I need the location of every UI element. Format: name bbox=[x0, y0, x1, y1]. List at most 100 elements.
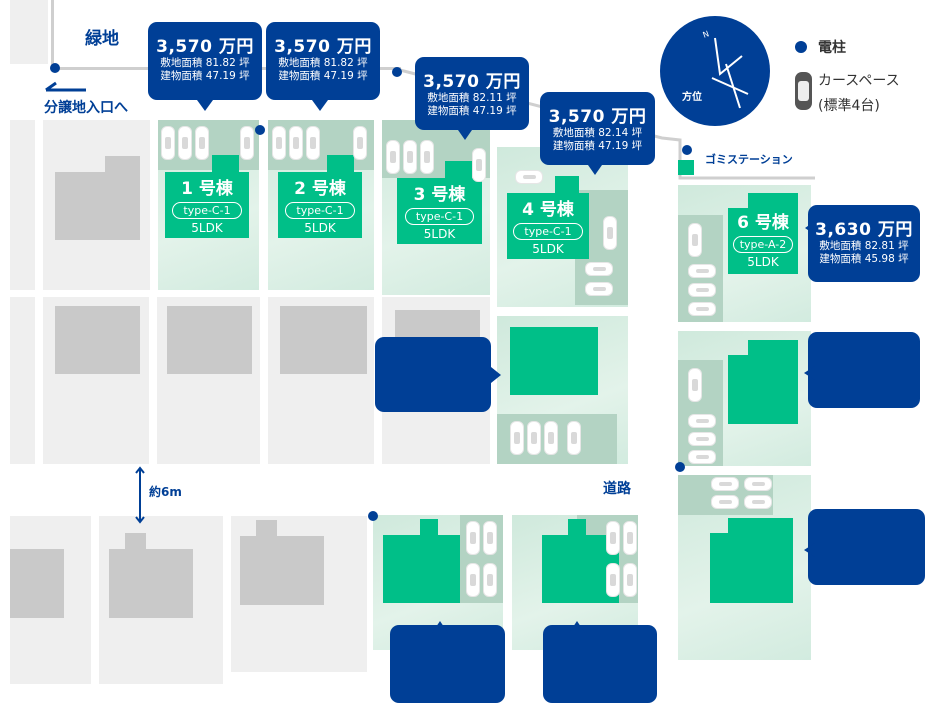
car-space-icon bbox=[688, 432, 716, 446]
car-space-icon bbox=[289, 126, 303, 160]
bubble-pointer bbox=[569, 613, 585, 633]
bubble-pointer bbox=[458, 130, 472, 147]
greenspace-label: 緑地 bbox=[85, 29, 119, 49]
car-space-icon bbox=[585, 282, 613, 296]
utility-pole-icon bbox=[255, 125, 265, 135]
utility-pole-icon bbox=[675, 462, 685, 472]
car-space-icon bbox=[606, 563, 620, 597]
land-area: 敷地面積 81.82 坪 bbox=[160, 57, 250, 69]
house-right-middle[interactable] bbox=[728, 355, 798, 424]
car-space-icon bbox=[711, 477, 739, 491]
garbage-station-label: ゴミステーション bbox=[705, 153, 793, 166]
compass bbox=[660, 16, 770, 126]
neighbor-house bbox=[240, 536, 324, 605]
floor-area: 建物面積 47.19 坪 bbox=[278, 70, 368, 82]
neighbor-house bbox=[109, 549, 193, 618]
house-name: 3 号棟 bbox=[413, 185, 466, 205]
floor-area: 建物面積 47.19 坪 bbox=[552, 140, 643, 152]
boundary-line bbox=[51, 0, 54, 70]
neighbor-house bbox=[167, 306, 252, 374]
neighbor-lot bbox=[10, 120, 35, 290]
car-space-icon bbox=[240, 126, 254, 160]
car-space-icon bbox=[688, 223, 702, 257]
house-right-lower[interactable] bbox=[710, 533, 793, 603]
north-arrow-icon bbox=[711, 37, 749, 109]
blank-bubble[interactable] bbox=[390, 625, 505, 703]
neighbor-house bbox=[105, 156, 140, 176]
house-6-annex bbox=[748, 193, 798, 209]
house-annex bbox=[420, 519, 438, 536]
neighbor-house bbox=[280, 306, 367, 374]
price: 3,570 万円 bbox=[548, 107, 647, 127]
house-annex bbox=[748, 340, 798, 356]
blank-bubble[interactable] bbox=[375, 337, 491, 412]
car-space-icon bbox=[386, 140, 400, 174]
price-bubble-4[interactable]: 3,570 万円敷地面積 82.14 坪建物面積 47.19 坪 bbox=[540, 92, 655, 165]
house-2-annex bbox=[327, 155, 354, 173]
house-1-annex bbox=[212, 155, 239, 173]
neighbor-lot bbox=[10, 297, 35, 464]
car-space-icon bbox=[353, 126, 367, 160]
price-bubble-2[interactable]: 3,570 万円敷地面積 81.82 坪建物面積 47.19 坪 bbox=[266, 22, 380, 100]
bubble-pointer bbox=[588, 165, 602, 182]
price: 3,570 万円 bbox=[156, 37, 254, 57]
car-space-icon bbox=[272, 126, 286, 160]
price: 3,570 万円 bbox=[423, 72, 521, 92]
legend-car-icon bbox=[795, 72, 812, 110]
car-space-icon bbox=[585, 262, 613, 276]
car-space-icon bbox=[403, 140, 417, 174]
price-bubble-1[interactable]: 3,570 万円敷地面積 81.82 坪建物面積 47.19 坪 bbox=[148, 22, 262, 100]
blank-bubble[interactable] bbox=[808, 509, 925, 585]
car-space-icon bbox=[544, 421, 558, 455]
legend-carspace-label: カースペース bbox=[818, 73, 900, 89]
car-space-icon bbox=[606, 521, 620, 555]
house-name: 2 号棟 bbox=[294, 179, 346, 199]
house-4-annex bbox=[555, 176, 579, 194]
car-space-icon bbox=[515, 170, 543, 184]
car-space-icon bbox=[161, 126, 175, 160]
car-space-icon bbox=[688, 368, 702, 402]
garbage-station-icon bbox=[678, 160, 694, 175]
bubble-pointer bbox=[432, 613, 448, 633]
utility-pole-icon bbox=[368, 511, 378, 521]
blank-bubble[interactable] bbox=[543, 625, 657, 703]
car-space-icon bbox=[711, 495, 739, 509]
bubble-pointer bbox=[797, 543, 815, 557]
price: 3,570 万円 bbox=[274, 37, 372, 57]
car-space-icon bbox=[623, 563, 637, 597]
car-space-icon bbox=[472, 148, 486, 182]
car-space-icon bbox=[420, 140, 434, 174]
house-annex bbox=[728, 518, 793, 534]
house-bottom-left[interactable] bbox=[383, 535, 460, 603]
car-space-icon bbox=[483, 563, 497, 597]
price-bubble-3[interactable]: 3,570 万円敷地面積 82.11 坪建物面積 47.19 坪 bbox=[415, 57, 529, 130]
utility-pole-icon bbox=[50, 63, 60, 73]
house-name: 4 号棟 bbox=[522, 200, 574, 220]
blank-bubble[interactable] bbox=[808, 332, 920, 408]
price-bubble-6[interactable]: 3,630 万円敷地面積 82.81 坪建物面積 45.98 坪 bbox=[808, 205, 920, 282]
floor-area: 建物面積 45.98 坪 bbox=[819, 253, 909, 265]
house-type: type-C-1 bbox=[172, 202, 242, 219]
car-space-icon bbox=[688, 283, 716, 297]
road-label: 道路 bbox=[603, 481, 631, 497]
car-space-icon bbox=[603, 216, 617, 250]
car-space-icon bbox=[178, 126, 192, 160]
car-space-icon bbox=[623, 521, 637, 555]
land-area: 敷地面積 82.11 坪 bbox=[427, 92, 517, 104]
neighbor-house bbox=[55, 172, 140, 240]
land-area: 敷地面積 82.81 坪 bbox=[819, 240, 909, 252]
house-name: 1 号棟 bbox=[181, 179, 233, 199]
floor-area: 建物面積 47.19 坪 bbox=[427, 105, 517, 117]
neighbor-lot bbox=[10, 0, 48, 64]
bubble-pointer bbox=[197, 100, 213, 119]
car-space-icon bbox=[567, 421, 581, 455]
bubble-pointer bbox=[797, 366, 815, 380]
car-space-icon bbox=[688, 450, 716, 464]
house-5[interactable] bbox=[510, 327, 598, 395]
bubble-pointer bbox=[798, 221, 815, 235]
car-space-icon bbox=[527, 421, 541, 455]
house-annex bbox=[568, 519, 586, 536]
neighbor-house bbox=[256, 520, 277, 538]
